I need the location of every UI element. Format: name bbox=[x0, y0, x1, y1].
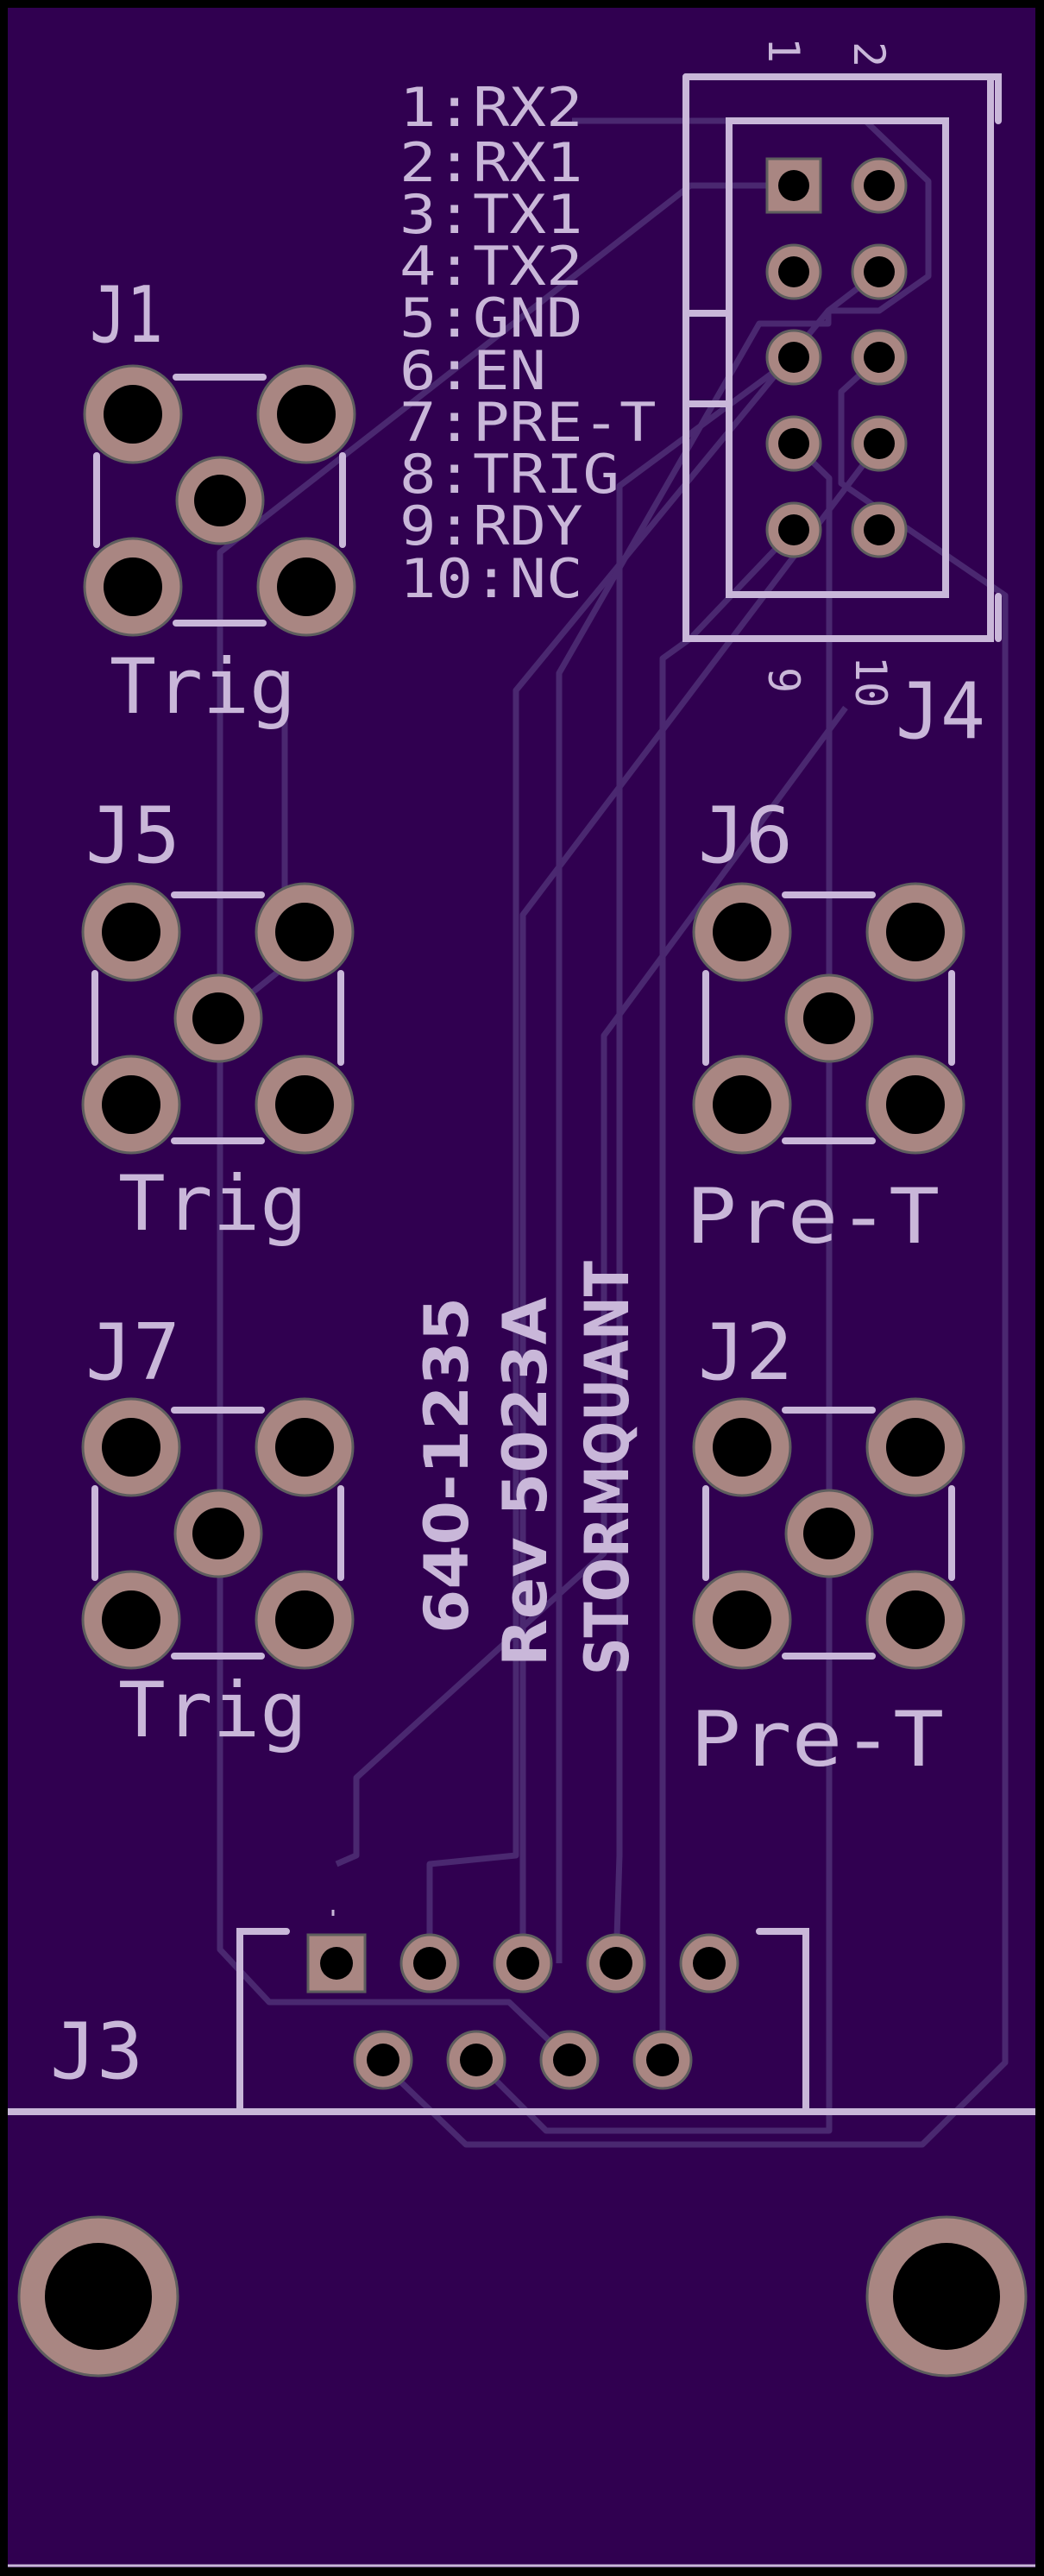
j4-pin-3 bbox=[765, 243, 822, 300]
trace bbox=[380, 355, 1009, 2148]
j4-pin-number-2: 2 bbox=[844, 41, 894, 67]
j4-pin-number-9: 9 bbox=[758, 667, 808, 693]
trace bbox=[335, 705, 848, 1867]
j4-pin-number-1: 1 bbox=[758, 37, 808, 63]
j3-pin-4 bbox=[586, 1933, 646, 1993]
j4-pin-1 bbox=[765, 157, 822, 214]
pinout-entry: 8:TRIG bbox=[399, 443, 619, 506]
j7-function-label: Trig bbox=[118, 1666, 307, 1754]
j6-function-label: Pre-T bbox=[686, 1172, 940, 1261]
mounting-hole-right bbox=[865, 2215, 1028, 2378]
pinout-entry: 3:TX1 bbox=[399, 183, 583, 246]
trace bbox=[426, 117, 932, 1963]
j4-pin-9 bbox=[765, 501, 822, 558]
j4-pin-2 bbox=[851, 157, 908, 214]
revision: Rev 5023A bbox=[490, 1297, 561, 1666]
j1-ref-label: J1 bbox=[90, 270, 163, 361]
pinout-entry: 7:PRE-T bbox=[399, 391, 657, 454]
trace bbox=[217, 182, 794, 2063]
j3-outline bbox=[756, 1928, 809, 2112]
pinout-entry: 6:EN bbox=[399, 339, 546, 402]
j4-pin-number-10: 10 bbox=[846, 656, 896, 708]
j3-pin-8 bbox=[539, 2030, 600, 2090]
j3-pin-1 bbox=[306, 1933, 367, 1993]
j3-pin-6 bbox=[353, 2030, 413, 2090]
pinout-entry: 10:NC bbox=[399, 547, 583, 610]
j7-ref-label: J7 bbox=[85, 1307, 180, 1398]
j3-pin-2 bbox=[399, 1933, 460, 1993]
j4-ref-label: J4 bbox=[896, 666, 985, 757]
j3-pin-5 bbox=[679, 1933, 739, 1993]
j4-pin-4 bbox=[851, 243, 908, 300]
trace bbox=[613, 355, 796, 1964]
j4-pin-7 bbox=[765, 415, 822, 472]
j4-pin-5 bbox=[765, 329, 822, 386]
j4-outline bbox=[682, 73, 994, 642]
part-number: 640-1235 bbox=[412, 1297, 482, 1634]
mounting-hole-left bbox=[17, 2215, 179, 2378]
pinout-entry: 5:GND bbox=[399, 287, 583, 350]
j3-pin-9 bbox=[632, 2030, 693, 2090]
j2-ref-label: J2 bbox=[698, 1307, 793, 1398]
trace bbox=[519, 441, 882, 1963]
j3-pin-7 bbox=[446, 2030, 506, 2090]
j4-pinout-legend: 1:RX22:RX13:TX14:TX25:GND6:EN7:PRE-T8:TR… bbox=[399, 76, 657, 610]
j4-outline bbox=[682, 73, 1002, 124]
trace bbox=[659, 527, 796, 2060]
connector-j3[interactable]: J3 bbox=[8, 1910, 1035, 2378]
pinout-entry: 4:TX2 bbox=[399, 235, 583, 298]
j1-function-label: Trig bbox=[110, 642, 296, 731]
j5-ref-label: J5 bbox=[85, 790, 180, 881]
j4-pin-10 bbox=[851, 501, 908, 558]
j5-function-label: Trig bbox=[118, 1159, 307, 1248]
connector-j4[interactable]: 1 2 9 10 J4 bbox=[682, 37, 1002, 757]
pinout-entry: 9:RDY bbox=[399, 494, 583, 557]
j6-ref-label: J6 bbox=[698, 790, 793, 881]
j3-pin-3 bbox=[493, 1933, 553, 1993]
pinout-entry: 2:RX1 bbox=[399, 131, 583, 194]
j4-pin-8 bbox=[851, 415, 908, 472]
j4-pin-6 bbox=[851, 329, 908, 386]
j4-inner-outline bbox=[726, 117, 949, 598]
j3-ref-label: J3 bbox=[50, 2006, 143, 2097]
trace bbox=[556, 269, 882, 1963]
j3-outline bbox=[236, 1928, 290, 2112]
brand-name: STORMQUANT bbox=[572, 1261, 643, 1675]
j2-function-label: Pre-T bbox=[690, 1695, 944, 1784]
pinout-entry: 1:RX2 bbox=[399, 76, 583, 139]
